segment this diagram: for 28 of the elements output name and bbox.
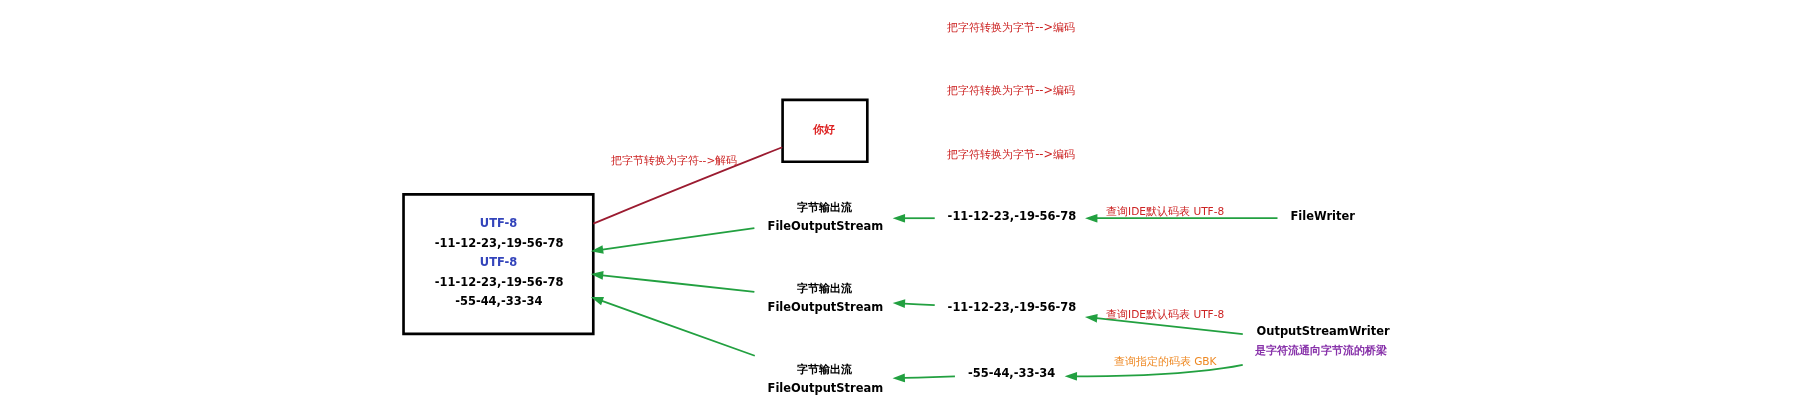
arrow bbox=[1064, 364, 1244, 381]
arrow bbox=[1084, 314, 1244, 335]
edge-label: 查询IDE默认码表 UTF-8 bbox=[1106, 307, 1225, 320]
node-box: UTF-8 -11-12-23,-19-56-78 UTF-8 -11-12-23,-19-56-78 -55-44,-33-34 bbox=[402, 193, 595, 336]
edge-label: 把字节转换为字符-->解码 bbox=[610, 154, 738, 167]
node-text: 字节输出流 FileOutputStream bbox=[767, 362, 884, 396]
edge-label: 查询IDE默认码表 UTF-8 bbox=[1106, 205, 1225, 218]
arrow bbox=[590, 271, 756, 293]
arrow bbox=[892, 299, 936, 308]
label: 把字符转换为字节-->编码 bbox=[947, 146, 1076, 161]
node-text: -11-12-23,-19-56-78 bbox=[947, 209, 1077, 224]
node-text: -55-44,-33-34 bbox=[967, 365, 1056, 380]
node-text: -11-12-23,-19-56-78 bbox=[947, 300, 1077, 315]
node-text: 字节输出流 FileOutputStream bbox=[767, 280, 884, 315]
label: 把字符转换为字节-->编码 bbox=[947, 19, 1076, 34]
arrow bbox=[892, 373, 956, 383]
edge-label: 查询指定的码表 GBK bbox=[1113, 355, 1217, 368]
node-box: 你好 bbox=[781, 98, 869, 164]
arrow bbox=[590, 296, 756, 357]
arrow bbox=[590, 227, 756, 254]
node-label: 是字符流通向字节流的桥梁 bbox=[1255, 343, 1388, 358]
connector bbox=[592, 146, 784, 225]
arrow bbox=[892, 213, 936, 223]
label: 把字符转换为字节-->编码 bbox=[947, 83, 1076, 98]
node-text: 字节输出流 FileOutputStream bbox=[767, 199, 884, 234]
node-text: OutputStreamWriter bbox=[1256, 324, 1390, 339]
arrow bbox=[1085, 213, 1279, 223]
node-text: FileWriter bbox=[1290, 209, 1355, 224]
